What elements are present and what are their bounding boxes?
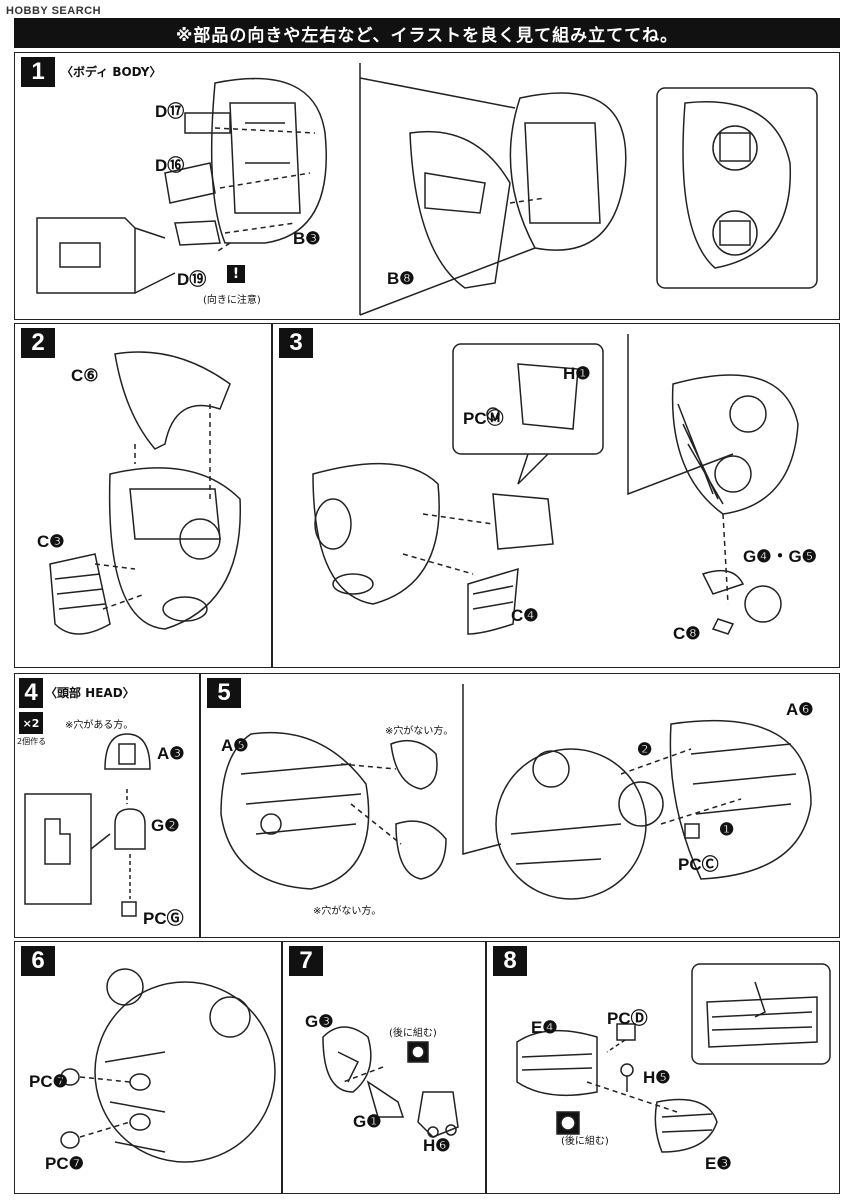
step-4-panel: 4 〈頭部 HEAD〉 ×2 2個作る ※穴がある方。 A❸ G❷ PCⒼ	[14, 673, 200, 938]
label-h6: H❻	[423, 1136, 451, 1155]
label-d19: D⑲	[177, 270, 207, 289]
label-d17: D⑰	[155, 102, 185, 121]
step-number: 8	[493, 946, 527, 976]
label-b3: B❸	[293, 229, 321, 248]
label-pc7-bottom: PC❼	[45, 1154, 84, 1173]
step-3-panel: 3 H❶ PCⓂ C❹ G❹・G❺ C❽	[272, 323, 840, 668]
hand-parts-illustration	[516, 963, 831, 1153]
label-g45: G❹・G❺	[743, 547, 817, 566]
label-d16: D⑯	[155, 156, 185, 175]
label-h5: H❺	[643, 1068, 671, 1087]
instruction-banner: ※部品の向きや左右など、イラストを良く見て組み立ててね。	[14, 18, 840, 48]
step-1-panel: 1 〈ボディ BODY〉	[14, 52, 840, 320]
label-pcc: PCⒸ	[678, 855, 719, 874]
step-number: 7	[289, 946, 323, 976]
no-hole-note-bottom: ※穴がない方。	[313, 906, 382, 917]
label-e4: E❹	[531, 1018, 558, 1037]
label-g1: G❶	[353, 1112, 382, 1131]
label-a3: A❸	[157, 744, 185, 763]
step-7-panel: 7 (後に組む) G❸ G❶ H❻	[282, 941, 486, 1194]
head-assembly-illustration	[220, 684, 812, 900]
label-arrow-1: ❶	[719, 820, 735, 839]
make-two-note: 2個作る	[17, 737, 47, 746]
make-two-badge: ×2	[19, 712, 43, 734]
label-h1: H❶	[563, 364, 591, 383]
step-number: 5	[207, 678, 241, 708]
label-c3: C❸	[37, 532, 65, 551]
body-parts-illustration	[36, 63, 818, 316]
step-6-panel: 6 PC❼ PC❼	[14, 941, 282, 1194]
step-number: 2	[21, 328, 55, 358]
body-front-illustration	[49, 351, 242, 635]
head-back-illustration	[60, 968, 276, 1163]
logo: HOBBY SEARCH	[6, 5, 102, 17]
step-2-panel: 2 C⑥ C❸	[14, 323, 272, 668]
step-5-panel: 5 ※穴がない方。 ※穴がない方。 A❺ A❻ PCⒸ ❶ ❷	[200, 673, 840, 938]
label-g2: G❷	[151, 816, 180, 835]
ear-parts-illustration	[322, 1026, 459, 1138]
label-pcm: PCⓂ	[463, 409, 504, 428]
assemble-later-note: (後に組む)	[561, 1136, 609, 1147]
hole-note: ※穴がある方。	[65, 720, 134, 731]
label-c4: C❹	[511, 606, 539, 625]
step-number: 6	[21, 946, 55, 976]
label-a6: A❻	[786, 700, 814, 719]
label-c8: C❽	[673, 624, 701, 643]
label-pc7-top: PC❼	[29, 1072, 68, 1091]
caution-note: (向きに注意)	[203, 295, 261, 306]
step-number: 4	[19, 678, 43, 708]
label-g3: G❸	[305, 1012, 334, 1031]
label-a5: A❺	[221, 736, 249, 755]
step-number: 3	[279, 328, 313, 358]
step-number: 1	[21, 57, 55, 87]
body-side-illustration	[312, 334, 799, 635]
label-c6: C⑥	[71, 366, 99, 385]
label-pcg: PCⒼ	[143, 909, 184, 928]
section-title: 〈ボディ BODY〉	[61, 65, 162, 79]
step-8-panel: 8 (後に組む) E❹ PCⒹ H❺ E❸	[486, 941, 840, 1194]
label-arrow-2: ❷	[637, 740, 653, 759]
assemble-later-note: (後に組む)	[389, 1028, 437, 1039]
section-title: 〈頭部 HEAD〉	[45, 686, 135, 700]
head-parts-illustration	[24, 733, 151, 917]
no-hole-note-top: ※穴がない方。	[385, 726, 454, 737]
label-e3: E❸	[705, 1154, 732, 1173]
caution-icon: !	[227, 265, 245, 283]
label-pcd: PCⒹ	[607, 1009, 648, 1028]
label-b8: B❽	[387, 269, 415, 288]
